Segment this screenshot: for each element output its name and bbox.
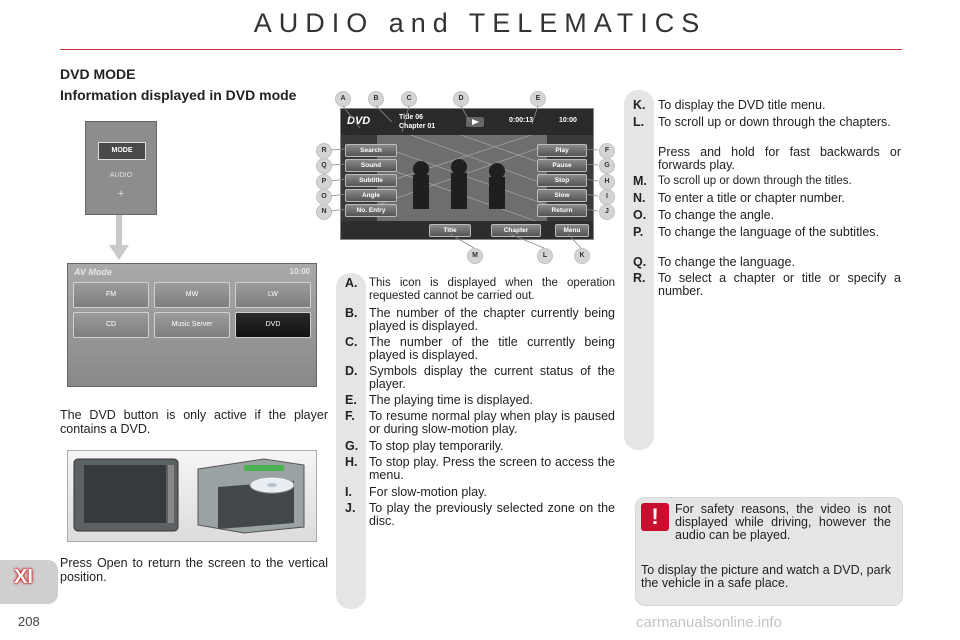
callout-j: J xyxy=(599,204,615,220)
return-button[interactable]: Return xyxy=(537,204,587,217)
sound-button[interactable]: Sound xyxy=(345,159,397,172)
legend-letter: H. xyxy=(345,455,358,469)
dvd-logo: DVD xyxy=(347,115,371,127)
open-note: Press Open to return the screen to the v… xyxy=(60,556,328,584)
mode-panel-illustration: MODE AUDIO + xyxy=(85,121,157,215)
callout-k: K xyxy=(574,248,590,264)
legend-letter: O. xyxy=(633,208,647,222)
legend-text: The number of the chapter currently bein… xyxy=(369,306,615,333)
av-button-music-server[interactable]: Music Server xyxy=(154,312,230,338)
av-mode-clock: 10:00 xyxy=(289,267,310,276)
warning-icon: ! xyxy=(641,503,669,531)
legend-letter: E. xyxy=(345,393,357,407)
legend-letter: A. xyxy=(345,276,358,290)
legend-text: To play the previously selected zone on … xyxy=(369,501,615,528)
legend-letter: D. xyxy=(345,364,358,378)
legend-text: To enter a title or chapter number. xyxy=(658,191,845,205)
dvd-screen: DVD Title 06 Chapter 01 0:00:13 10:00 Se… xyxy=(340,108,594,240)
header-divider xyxy=(60,49,902,50)
player-photo xyxy=(67,450,317,542)
av-button-fm[interactable]: FM xyxy=(73,282,149,308)
av-button-lw[interactable]: LW xyxy=(235,282,311,308)
legend-text: Symbols display the current status of th… xyxy=(369,364,615,391)
chapter-label: XI xyxy=(14,566,33,588)
av-button-cd[interactable]: CD xyxy=(73,312,149,338)
subsection-title: Information displayed in DVD mode xyxy=(60,87,297,103)
page-header-title: AUDIO and TELEMATICS xyxy=(253,8,707,38)
legend-text: To stop play temporarily. xyxy=(369,439,504,453)
av-button-dvd[interactable]: DVD xyxy=(235,312,311,338)
legend-text: This icon is displayed when the operatio… xyxy=(369,277,615,302)
callout-g: G xyxy=(599,158,615,174)
search-button[interactable]: Search xyxy=(345,144,397,157)
legend-text: To change the angle. xyxy=(658,208,775,222)
callout-m: M xyxy=(467,248,483,264)
stop-button[interactable]: Stop xyxy=(537,174,587,187)
slow-button[interactable]: Slow xyxy=(537,189,587,202)
legend-text: Press and hold for fast backwards or for… xyxy=(658,145,901,172)
legend-letter: C. xyxy=(345,335,358,349)
page-number: 208 xyxy=(18,614,40,629)
arrow-down-icon xyxy=(109,215,129,260)
av-mode-title: AV Mode xyxy=(74,267,112,277)
play-button[interactable]: Play xyxy=(537,144,587,157)
warning-text-driving: For safety reasons, the video is not dis… xyxy=(675,502,891,542)
legend-column-tab-right xyxy=(624,90,654,450)
legend-letter: B. xyxy=(345,306,358,320)
legend-letter: Q. xyxy=(633,255,647,269)
callout-l: L xyxy=(537,248,553,264)
legend-column-tab xyxy=(336,273,366,609)
legend-text: To scroll up or down through the titles. xyxy=(658,175,852,187)
legend-text: The playing time is displayed. xyxy=(369,393,533,407)
legend-letter: P. xyxy=(633,225,644,239)
legend-letter: N. xyxy=(633,191,646,205)
legend-letter: F. xyxy=(345,409,355,423)
legend-letter: J. xyxy=(345,501,356,515)
warning-box xyxy=(635,497,903,606)
dvd-title-number: Title 06 xyxy=(399,114,423,121)
legend-text: To resume normal play when play is pause… xyxy=(369,409,615,436)
angle-button[interactable]: Angle xyxy=(345,189,397,202)
pause-button[interactable]: Pause xyxy=(537,159,587,172)
watermark: carmanualsonline.info xyxy=(636,614,782,631)
dvd-button-note: The DVD button is only active if the pla… xyxy=(60,408,328,436)
play-status-icon xyxy=(466,117,484,127)
legend-text: For slow-motion play. xyxy=(369,485,487,499)
dvd-playing-time: 0:00:13 xyxy=(509,117,534,124)
legend-text: To scroll up or down through the chapter… xyxy=(658,115,891,129)
av-mode-screen: AV Mode 10:00 FM MW LW CD Music Server D… xyxy=(67,263,317,387)
av-button-mw[interactable]: MW xyxy=(154,282,230,308)
legend-letter: M. xyxy=(633,174,647,188)
warning-text-park: To display the picture and watch a DVD, … xyxy=(641,563,891,590)
callout-n: N xyxy=(316,204,332,220)
subtitle-button[interactable]: Subtitle xyxy=(345,174,397,187)
legend-text: To select a chapter or title or specify … xyxy=(658,271,901,298)
legend-text: To change the language of the subtitles. xyxy=(658,225,879,239)
chapter-tab xyxy=(0,560,58,604)
mode-button[interactable]: MODE xyxy=(98,142,146,160)
plus-button[interactable]: + xyxy=(117,188,125,200)
menu-button[interactable]: Menu xyxy=(555,224,589,237)
legend-letter: I. xyxy=(345,485,352,499)
no-entry-button[interactable]: No. Entry xyxy=(345,204,397,217)
legend-text: To stop play. Press the screen to access… xyxy=(369,455,615,482)
section-title: DVD MODE xyxy=(60,66,136,82)
audio-button[interactable]: AUDIO xyxy=(109,172,133,179)
legend-text: The number of the title currently being … xyxy=(369,335,615,362)
legend-letter: L. xyxy=(633,115,645,129)
dvd-clock: 10:00 xyxy=(559,117,577,124)
title-button[interactable]: Title xyxy=(429,224,471,237)
callout-q: Q xyxy=(316,158,332,174)
player-drawing xyxy=(73,458,305,534)
dvd-chapter-number: Chapter 01 xyxy=(399,123,436,130)
legend-letter: G. xyxy=(345,439,359,453)
legend-text: To change the language. xyxy=(658,255,795,269)
legend-letter: R. xyxy=(633,271,646,285)
legend-letter: K. xyxy=(633,98,646,112)
legend-text: To display the DVD title menu. xyxy=(658,98,826,112)
